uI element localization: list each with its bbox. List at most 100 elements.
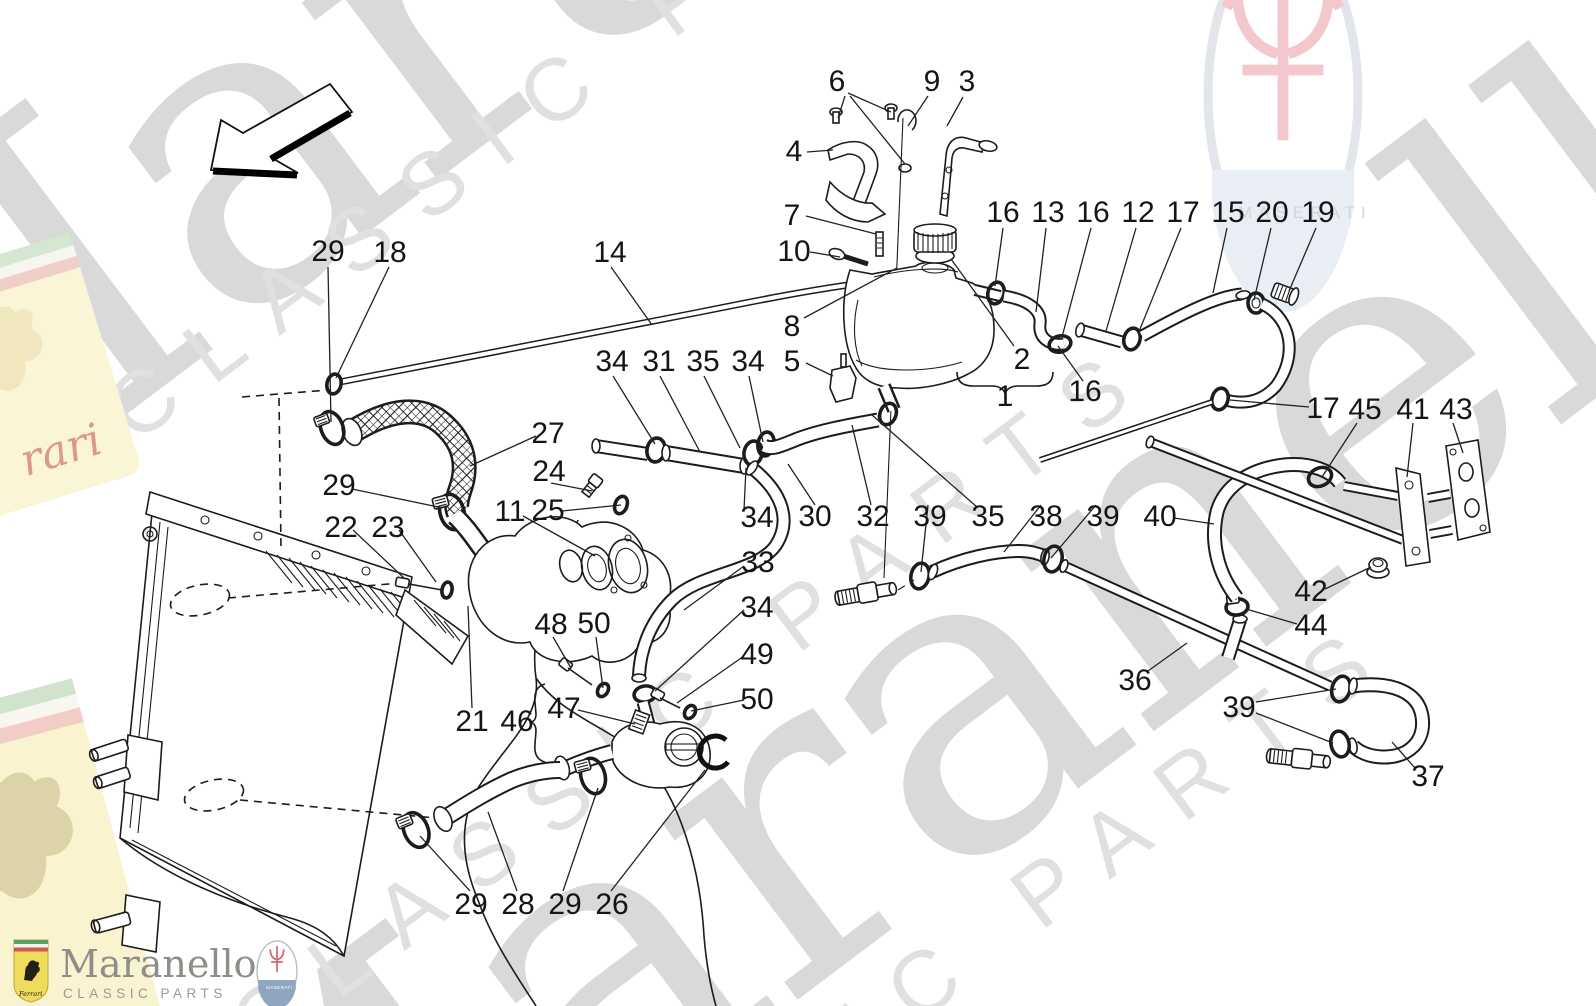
leader-line	[950, 258, 1015, 347]
leader-line	[1003, 504, 1042, 553]
leader-line	[552, 636, 572, 669]
radiator	[88, 389, 717, 1006]
part-callout-45: 45	[1348, 393, 1382, 426]
leader-line	[805, 215, 877, 235]
leader-line	[690, 699, 745, 712]
part-callout-16: 16	[1076, 196, 1110, 229]
part-callout-34: 34	[731, 345, 765, 378]
gasket-11	[580, 545, 614, 591]
leader-line	[683, 565, 745, 611]
part-callout-13: 13	[1031, 196, 1065, 229]
part-callout-21: 21	[455, 705, 489, 738]
ferrari-shield-logo: Ferrari	[13, 939, 49, 1003]
leader-line	[610, 769, 706, 892]
leader-line	[612, 375, 656, 445]
leader-line	[1050, 504, 1097, 559]
part-callout-37: 37	[1411, 760, 1445, 793]
leader-line	[787, 463, 816, 506]
right-circuit	[834, 435, 1491, 770]
hose-15-return	[1224, 299, 1294, 407]
pump-cover	[607, 538, 649, 594]
part-callout-34: 34	[595, 345, 629, 378]
grommet-17	[1121, 326, 1143, 352]
hose-clamp-29	[395, 810, 431, 850]
bolt-48-washer-50	[558, 657, 611, 699]
trident-faded-icon	[1221, 0, 1345, 141]
part-callout-34: 34	[740, 501, 774, 534]
leader-line	[1061, 227, 1092, 338]
hose-30-33	[634, 464, 789, 677]
footer-tagline-text: CLASSIC PARTS	[63, 986, 227, 1001]
part-callout-34: 34	[740, 591, 774, 624]
hose-37	[1349, 679, 1429, 763]
footer-brand-text: Maranello	[60, 942, 257, 986]
prancing-horse-faded-icon	[0, 772, 73, 899]
part-callout-38: 38	[1029, 500, 1063, 533]
part-callout-24: 24	[532, 455, 566, 488]
part-callout-28: 28	[501, 888, 535, 921]
leader-line	[550, 482, 593, 492]
leader-line	[1253, 227, 1272, 301]
part-callout-29: 29	[322, 469, 356, 502]
part-callout-5: 5	[783, 345, 801, 378]
hose-28	[441, 763, 561, 824]
ferrari-shield-watermark-upper: rari	[0, 232, 140, 520]
leader-line	[561, 504, 622, 512]
part-callout-40: 40	[1143, 500, 1177, 533]
leader-line	[743, 467, 747, 511]
pipe-36	[1062, 562, 1332, 690]
hose-13	[1003, 291, 1065, 349]
leader-line	[803, 267, 898, 319]
hose-clamp-29	[573, 756, 608, 796]
leader-line	[748, 375, 764, 443]
leader-line	[1173, 517, 1215, 525]
part-callout-39: 39	[1086, 500, 1120, 533]
bolt-49-washer-50	[650, 687, 698, 721]
watermark-maserati-label: MASERATI	[1238, 203, 1372, 222]
part-callout-11: 11	[494, 495, 526, 528]
part-callout-4: 4	[785, 135, 803, 168]
leader-line	[1057, 345, 1084, 382]
part-callout-7: 7	[783, 199, 801, 232]
seal-ring	[696, 733, 730, 771]
clamp-45	[1306, 465, 1334, 489]
part-callout-41: 41	[1396, 393, 1430, 426]
leader-line	[871, 414, 978, 508]
leader-lines	[327, 92, 1464, 892]
outlet-assembly	[395, 657, 730, 850]
pipe-31	[665, 447, 745, 472]
leader-line	[994, 227, 1004, 287]
part-callout-20: 20	[1255, 196, 1289, 229]
leader-line	[1212, 227, 1228, 294]
stud-7	[875, 231, 884, 257]
hose-38	[929, 545, 1049, 577]
junction-hoses	[591, 412, 880, 683]
vent-pipe-14	[325, 281, 849, 396]
thermostat-46	[664, 727, 704, 767]
bolt-6	[884, 103, 898, 120]
screw-10	[828, 247, 869, 267]
leader-line	[659, 375, 701, 453]
leader-line	[352, 529, 405, 579]
part-callout-3: 3	[958, 65, 976, 98]
leader-line	[1035, 227, 1047, 313]
leader-line	[1452, 422, 1464, 454]
leader-line	[577, 709, 636, 725]
bleed-valve	[1265, 747, 1332, 770]
leader-line	[1391, 741, 1416, 769]
filler-cap	[913, 223, 957, 253]
part-callout-10: 10	[777, 235, 811, 268]
water-pump-thermostat-housing	[394, 473, 672, 663]
part-callout-26: 26	[595, 888, 629, 921]
maserati-wordmark: MASERATI	[266, 985, 292, 990]
maserati-oval-watermark: MASERATI	[1203, 0, 1372, 313]
leader-line	[1255, 688, 1337, 703]
part-callout-18: 18	[373, 236, 407, 269]
leader-line	[847, 92, 892, 113]
part-callout-9: 9	[923, 65, 941, 98]
part-callout-27: 27	[531, 417, 565, 450]
maserati-oval-logo: MASERATI	[256, 940, 298, 1006]
bleed-valve	[834, 581, 898, 607]
leader-line	[1105, 227, 1137, 332]
